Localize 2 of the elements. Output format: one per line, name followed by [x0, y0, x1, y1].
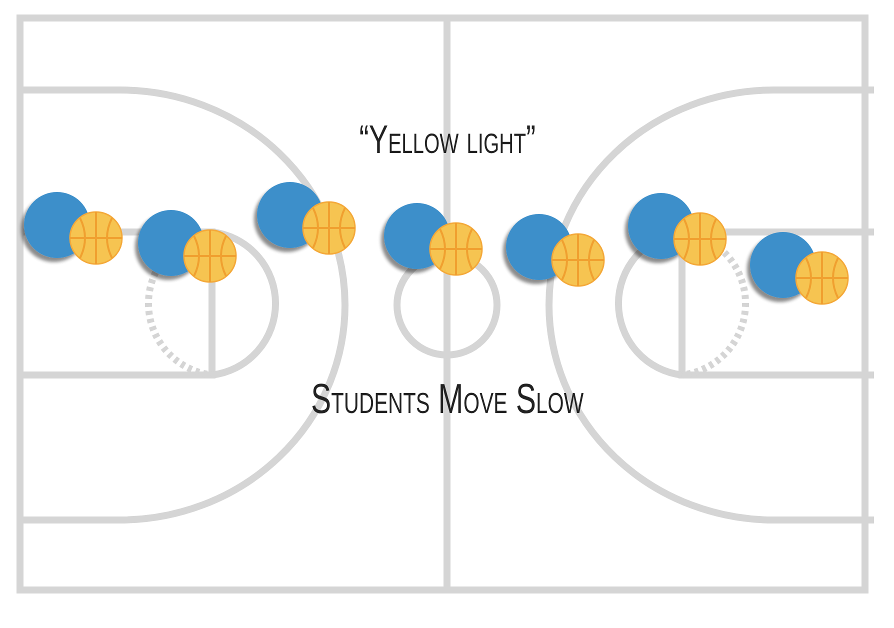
title-text: “Yellow light”: [358, 118, 536, 163]
caption-text: Students Move Slow: [310, 375, 584, 423]
